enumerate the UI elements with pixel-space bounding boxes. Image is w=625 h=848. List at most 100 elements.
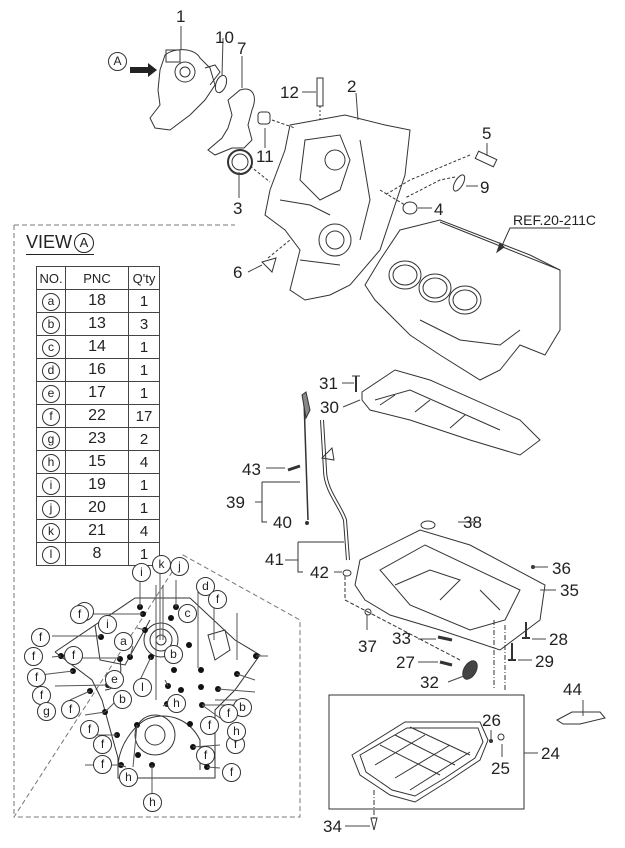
view-a-tag[interactable]: f — [70, 605, 89, 624]
callout-33[interactable]: 33 — [392, 629, 411, 648]
row-letter: i — [42, 476, 60, 495]
view-a-tag[interactable]: f — [27, 668, 46, 687]
view-a-tag[interactable]: b — [164, 645, 183, 664]
row-letter: b — [42, 315, 60, 334]
view-a-tag[interactable]: i — [132, 563, 151, 582]
callout-3[interactable]: 3 — [233, 199, 243, 218]
reference-label[interactable]: REF.20-211C — [513, 212, 597, 228]
callout-27[interactable]: 27 — [396, 653, 415, 672]
callout-28[interactable]: 28 — [549, 630, 568, 649]
view-a-tag[interactable]: h — [143, 793, 162, 812]
callout-9[interactable]: 9 — [480, 178, 490, 197]
view-a-tag[interactable]: h — [119, 768, 138, 787]
cell-pnc[interactable]: 22 — [65, 404, 129, 428]
callout-39[interactable]: 39 — [226, 493, 245, 512]
view-a-tag[interactable]: f — [93, 755, 112, 774]
view-arrow — [130, 63, 157, 77]
callout-40[interactable]: 40 — [273, 513, 292, 532]
cell-no: l — [36, 542, 66, 566]
leader-lines — [180, 26, 584, 827]
view-a-tag[interactable]: a — [114, 632, 133, 651]
row-letter: c — [42, 338, 60, 357]
view-a-tag[interactable]: f — [196, 746, 215, 765]
cell-no: e — [36, 381, 66, 405]
callout-41[interactable]: 41 — [265, 550, 284, 569]
view-a-tag[interactable]: d — [196, 577, 215, 596]
callout-6[interactable]: 6 — [233, 263, 243, 282]
view-a-tag[interactable]: j — [170, 557, 189, 576]
callout-32[interactable]: 32 — [420, 673, 439, 692]
cell-pnc[interactable]: 16 — [65, 358, 129, 382]
callout-31[interactable]: 31 — [319, 374, 338, 393]
callout-11[interactable]: 11 — [256, 147, 274, 166]
cell-pnc[interactable]: 14 — [65, 335, 129, 359]
callout-44[interactable]: 44 — [563, 680, 582, 699]
callout-24[interactable]: 24 — [541, 744, 560, 763]
cell-pnc[interactable]: 21 — [65, 519, 129, 543]
view-a-tag[interactable]: f — [219, 704, 238, 723]
table-header-row: NO. PNC Q'ty — [36, 266, 160, 290]
view-a-tag[interactable]: f — [93, 735, 112, 754]
callout-29[interactable]: 29 — [535, 652, 554, 671]
view-a-tag[interactable]: h — [227, 722, 246, 741]
view-a-tag[interactable]: e — [105, 670, 124, 689]
callout-4[interactable]: 4 — [434, 200, 444, 219]
callout-7[interactable]: 7 — [237, 39, 247, 58]
view-a-tag[interactable]: f — [24, 647, 43, 666]
row-letter: f — [42, 407, 60, 426]
view-a-tag[interactable]: f — [61, 700, 80, 719]
view-a-tag[interactable]: f — [222, 763, 241, 782]
view-a-tag[interactable]: b — [113, 690, 132, 709]
callout-26[interactable]: 26 — [482, 711, 501, 730]
callout-42[interactable]: 42 — [310, 563, 329, 582]
view-a-tag[interactable]: f — [200, 716, 219, 735]
view-a-tag[interactable]: k — [152, 555, 171, 574]
callout-10[interactable]: 10 — [215, 28, 234, 47]
cell-pnc[interactable]: 13 — [65, 312, 129, 336]
cell-no: g — [36, 427, 66, 451]
callout-34[interactable]: 34 — [323, 817, 342, 836]
callout-1[interactable]: 1 — [176, 7, 186, 26]
view-a-tag[interactable]: f — [64, 646, 83, 665]
callout-37[interactable]: 37 — [358, 637, 377, 656]
callout-5[interactable]: 5 — [482, 124, 492, 143]
view-a-tag[interactable]: f — [80, 720, 99, 739]
cell-pnc[interactable]: 23 — [65, 427, 129, 451]
view-a-tag[interactable]: c — [178, 604, 197, 623]
upper-oil-pan-drawing — [354, 520, 546, 651]
view-a-tag[interactable]: i — [98, 615, 117, 634]
view-a-tag[interactable]: l — [133, 678, 152, 697]
cell-pnc[interactable]: 17 — [65, 381, 129, 405]
callout-43[interactable]: 43 — [242, 460, 261, 479]
callout-35[interactable]: 35 — [560, 581, 579, 600]
cell-pnc[interactable]: 8 — [65, 542, 129, 566]
callout-25[interactable]: 25 — [491, 759, 510, 778]
cell-pnc[interactable]: 19 — [65, 473, 129, 497]
callout-38[interactable]: 38 — [463, 513, 482, 532]
water-pump-drawing — [149, 49, 221, 131]
row-letter: k — [42, 522, 60, 541]
cell-pnc[interactable]: 20 — [65, 496, 129, 520]
view-a-tag[interactable]: g — [37, 702, 56, 721]
callout-30[interactable]: 30 — [320, 398, 339, 417]
callout-12[interactable]: 12 — [280, 83, 299, 102]
lower-oil-pan-drawing — [351, 721, 489, 803]
view-a-marker[interactable]: A — [108, 52, 127, 71]
cell-pnc[interactable]: 18 — [65, 289, 129, 313]
callout-36[interactable]: 36 — [552, 559, 571, 578]
row-letter: j — [42, 499, 60, 518]
cell-pnc[interactable]: 15 — [65, 450, 129, 474]
callout-2[interactable]: 2 — [347, 77, 357, 96]
view-a-tag[interactable]: f — [31, 628, 50, 647]
cell-no: k — [36, 519, 66, 543]
view-a-tag-leaders — [39, 572, 268, 795]
view-a-tag[interactable]: f — [208, 590, 227, 609]
view-a-tag[interactable]: h — [167, 694, 186, 713]
